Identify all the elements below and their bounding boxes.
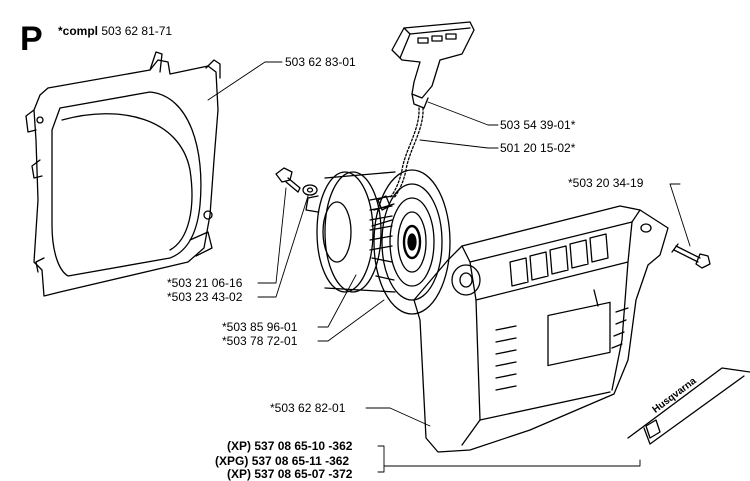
label-washer: *503 23 43-02 [167,290,243,304]
variant-model: (XP) [227,439,251,453]
variant-row: (XP) 537 08 65-07 -372 [227,468,352,481]
label-starter-handle: 503 54 39-01* [500,118,576,132]
cover-screw-drawing [671,243,711,269]
starter-pulley-drawing [305,171,396,293]
section-letter: P [20,20,43,58]
variant-model: (XPG) [215,454,249,468]
complete-assembly-part-number: 503 62 81-71 [101,24,173,38]
label-starter-pulley: *503 85 96-01 [222,320,298,334]
variant-model: (XP) [227,467,251,481]
variant-row: (XP) 537 08 65-10 -362 [227,440,352,453]
variant-row: (XPG) 537 08 65-11 -362 [215,455,349,468]
variant-part-number: 537 08 65-11 -362 [251,454,350,468]
fan-housing-drawing [25,51,221,297]
variant-part-number: 537 08 65-10 -362 [254,439,353,453]
decal-drawing [627,367,750,445]
variant-part-number: 537 08 65-07 -372 [254,467,353,481]
screw-washer-drawing [275,167,318,196]
label-recoil-spring: *503 78 72-01 [222,334,298,348]
starter-cover-drawing [413,205,669,453]
leader-lines [207,61,691,473]
label-starter-cover: *503 62 82-01 [270,401,346,415]
label-starter-cord: 501 20 15-02* [500,141,576,155]
recoil-spring-drawing [371,169,451,315]
complete-assembly-label: *compl 503 62 81-71 [58,25,172,38]
complete-assembly-prefix: *compl [58,24,99,38]
label-screw: *503 21 06-16 [167,276,243,290]
label-fan-housing: 503 62 83-01 [285,55,356,69]
label-cover-screw: *503 20 34-19 [568,176,644,190]
